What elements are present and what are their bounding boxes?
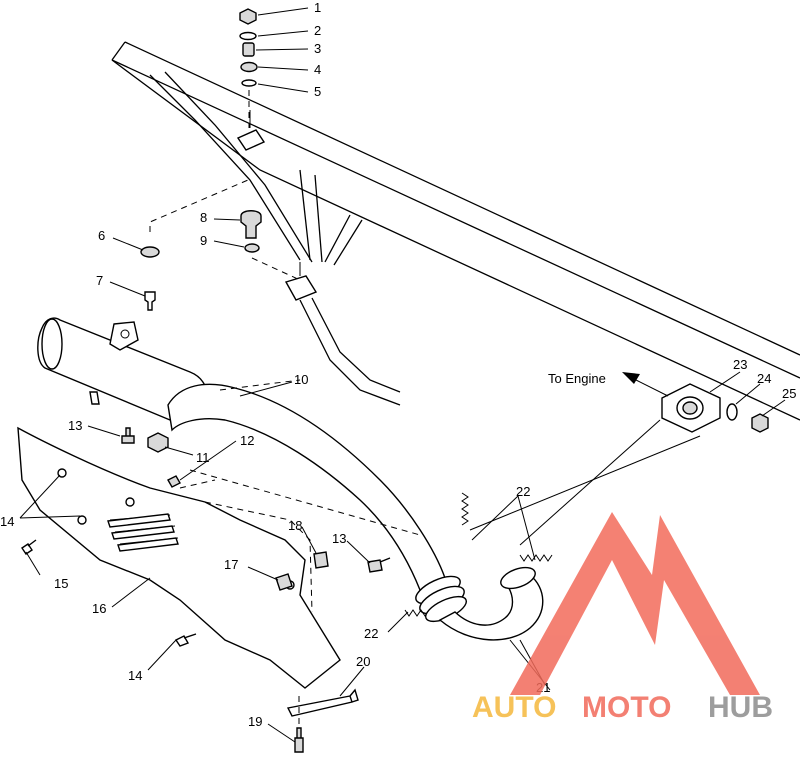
automotohub-watermark: AUTO MOTO HUB (472, 512, 773, 724)
watermark-logo-icon (510, 512, 760, 695)
grommet-part-6 (140, 246, 160, 258)
muffler-assembly (37, 317, 467, 623)
callout-22-lower: 22 (364, 626, 378, 641)
heat-shield (17, 426, 341, 689)
callout-13-upper: 13 (68, 418, 82, 433)
callout-9: 9 (200, 233, 207, 248)
callout-24: 24 (757, 371, 771, 386)
callout-10: 10 (294, 372, 308, 387)
top-hardware-stack (239, 8, 258, 128)
callout-1: 1 (314, 0, 321, 15)
mount-hardware (140, 179, 301, 311)
screw-part-14-lower (174, 633, 197, 647)
nut-part-9 (244, 243, 260, 253)
callout-3: 3 (314, 41, 321, 56)
callout-14-upper: 14 (0, 514, 14, 529)
callout-7: 7 (96, 273, 103, 288)
clip-part-17 (275, 573, 293, 591)
small-hardware (21, 427, 391, 753)
bolt-part-13-lower (367, 557, 391, 573)
bracket-part-20 (286, 688, 359, 717)
watermark-auto: AUTO (472, 691, 556, 724)
callout-20: 20 (356, 654, 370, 669)
leader-lines (19, 7, 786, 743)
clip-part-18 (313, 551, 329, 569)
nut-part-11 (147, 432, 169, 453)
callout-18: 18 (288, 518, 302, 533)
callout-25: 25 (782, 386, 796, 401)
to-engine-arrow (622, 372, 669, 397)
springs (404, 492, 553, 617)
callout-8: 8 (200, 210, 207, 225)
callout-4: 4 (314, 62, 321, 77)
callout-15: 15 (54, 576, 68, 591)
callout-2: 2 (314, 23, 321, 38)
callout-6: 6 (98, 228, 105, 243)
nut-part-1 (239, 8, 257, 25)
callout-23: 23 (733, 357, 747, 372)
spacer-part-3 (242, 42, 255, 57)
callout-labels: 1 2 3 4 5 6 7 8 9 10 11 12 13 13 14 14 1… (0, 0, 796, 729)
to-engine-label: To Engine (548, 371, 606, 386)
y-pipe (438, 566, 551, 691)
grommet-part-4 (240, 61, 258, 73)
callout-14-lower: 14 (128, 668, 142, 683)
screw-part-12 (167, 475, 181, 488)
damper-part-8 (240, 210, 262, 239)
washer-part-24 (726, 403, 738, 421)
callout-11: 11 (196, 450, 210, 465)
watermark-moto: MOTO (582, 691, 671, 724)
bolt-part-7 (144, 291, 156, 311)
washer-part-2 (239, 31, 257, 41)
callout-22-upper: 22 (516, 484, 530, 499)
screw-part-15 (21, 539, 37, 555)
callout-16: 16 (92, 601, 106, 616)
callout-5: 5 (314, 84, 321, 99)
callout-19: 19 (248, 714, 262, 729)
bolt-part-13-upper (121, 427, 135, 444)
bolt-part-19 (294, 727, 304, 753)
watermark-hub: HUB (708, 691, 773, 724)
callout-13-lower: 13 (332, 531, 346, 546)
flange-hardware (469, 383, 769, 546)
callout-12: 12 (240, 433, 254, 448)
vehicle-frame (111, 41, 800, 421)
callout-17: 17 (224, 557, 238, 572)
washer-part-5 (241, 79, 257, 87)
nut-part-25 (751, 413, 769, 433)
